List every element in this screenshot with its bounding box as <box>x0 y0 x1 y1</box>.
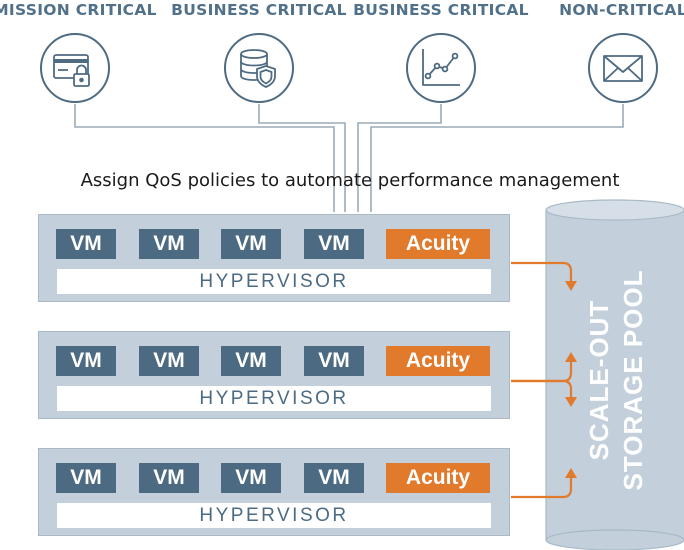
vm-block: VM <box>304 346 364 376</box>
vm-block: VM <box>139 346 199 376</box>
category-label-business-critical-1: BUSINESS CRITICAL <box>171 1 347 19</box>
database-shield-icon <box>224 33 294 103</box>
hypervisor-bar: HYPERVISOR <box>57 386 491 411</box>
vm-block: VM <box>304 229 364 259</box>
vm-block: VM <box>139 463 199 493</box>
data-flow-arrows <box>511 261 573 499</box>
arrow-host-1-down <box>511 261 573 282</box>
acuity-block: Acuity <box>386 229 490 259</box>
vm-block: VM <box>221 229 281 259</box>
envelope-icon <box>588 33 658 103</box>
line-graph-icon <box>406 33 476 103</box>
arrow-host-2-down <box>511 379 573 398</box>
connector-business-critical-1 <box>258 104 346 212</box>
hypervisor-bar: HYPERVISOR <box>57 269 491 294</box>
vm-block: VM <box>304 463 364 493</box>
storage-pool-line-1: SCALE-OUT <box>584 299 614 461</box>
category-label-mission-critical: MISSION CRITICAL <box>0 1 157 19</box>
host-server-2: VM VM VM VM Acuity HYPERVISOR <box>38 331 510 419</box>
vm-block: VM <box>56 229 116 259</box>
storage-pool-line-2: STORAGE POOL <box>618 269 648 491</box>
acuity-block: Acuity <box>386 346 490 376</box>
qos-tagline: Assign QoS policies to automate performa… <box>80 170 620 191</box>
arrowhead-host-3-up <box>565 468 577 478</box>
vm-block: VM <box>221 346 281 376</box>
hypervisor-bar: HYPERVISOR <box>57 503 491 528</box>
host-server-1: VM VM VM VM Acuity HYPERVISOR <box>38 214 510 302</box>
vm-block: VM <box>56 346 116 376</box>
vm-block: VM <box>221 463 281 493</box>
acuity-block: Acuity <box>386 463 490 493</box>
vm-block: VM <box>56 463 116 493</box>
category-label-business-critical-2: BUSINESS CRITICAL <box>353 1 529 19</box>
category-label-non-critical: NON-CRITICAL <box>559 1 684 19</box>
connector-business-critical-2 <box>357 104 442 212</box>
arrowhead-host-1-down <box>565 281 577 291</box>
connector-non-critical <box>370 104 624 212</box>
connector-mission-critical <box>74 104 335 212</box>
arrowhead-host-2-down <box>565 397 577 407</box>
host-server-3: VM VM VM VM Acuity HYPERVISOR <box>38 448 510 536</box>
arrow-host-3-up <box>511 477 573 499</box>
storage-pool-label: SCALE-OUT STORAGE POOL <box>582 250 650 510</box>
arrowhead-host-2-up <box>565 352 577 362</box>
arrowheads <box>565 281 577 478</box>
credit-card-lock-icon <box>40 33 110 103</box>
vm-block: VM <box>139 229 199 259</box>
